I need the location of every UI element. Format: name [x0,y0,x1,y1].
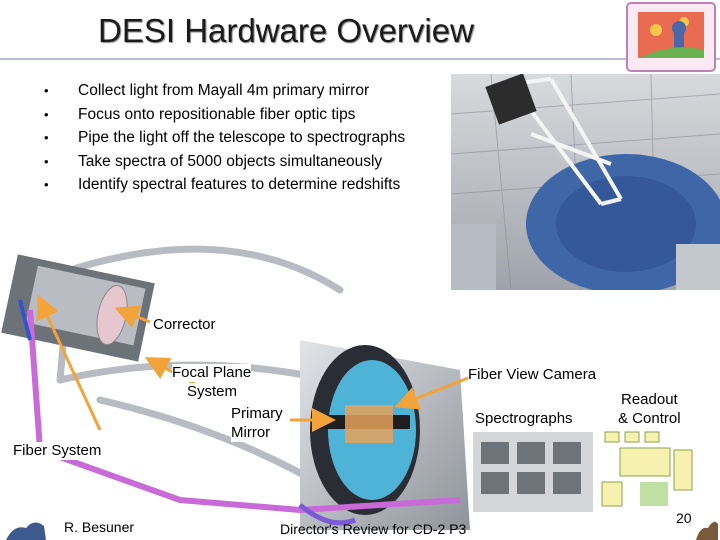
readout-label-line2: & Control [618,410,681,428]
bullet-item: • Focus onto repositionable fiber optic t… [44,104,405,128]
desi-logo [626,2,716,72]
bullet-text: Pipe the light off the telescope to spec… [78,129,406,147]
fiber-view-camera-label: Fiber View Camera [468,366,597,384]
bullet-item: • Collect light from Mayall 4m primary mi… [44,80,405,104]
bullet-item: • Take spectra of 5000 objects simultaneo… [44,151,405,175]
bullet-list: • Collect light from Mayall 4m primary mi… [44,80,405,198]
slide-title: DESI Hardware Overview [98,12,474,49]
bullet-glyph: • [44,106,49,122]
footer-author: R. Besuner [64,519,135,535]
bullet-text: Collect light from Mayall 4m primary mir… [78,82,370,99]
mascot-icon-right [696,521,718,540]
bullet-text: Identify spectral features to determine … [78,176,401,194]
bullet-item: • Pipe the light off the telescope to spe… [44,127,405,151]
readout-label-line1: Readout [621,391,678,409]
corrector-label: Corrector [153,316,216,334]
bullet-glyph: • [44,83,49,98]
spectrographs-label: Spectrographs [475,410,573,428]
bullet-text: Focus onto repositionable fiber optic ti… [78,105,356,123]
primary-mirror-label-line1: Primary [231,405,283,423]
bullet-text: Take spectra of 5000 objects simultaneou… [78,152,383,170]
primary-mirror-label-line2: Mirror [231,424,271,442]
bullet-glyph: • [44,153,49,169]
slide-number: 20 [676,510,692,526]
bullet-glyph: • [44,130,49,146]
desi-cad-rendering [1,245,470,530]
mascot-icon-left [6,522,46,540]
bullet-item: • Identify spectral features to determine… [44,174,405,198]
mayall-telescope-photo [451,74,720,290]
fiber-system-label: Fiber System [13,442,102,460]
spectrographs-photo [473,432,593,512]
title-divider [0,58,720,60]
focal-plane-label-line2: System [187,383,238,401]
readout-control-diagram [600,430,695,510]
focal-plane-label-line1: Focal Plane [172,364,252,382]
bullet-glyph: • [44,177,49,193]
footer-event: Director's Review for CD-2 P3 [280,521,467,537]
